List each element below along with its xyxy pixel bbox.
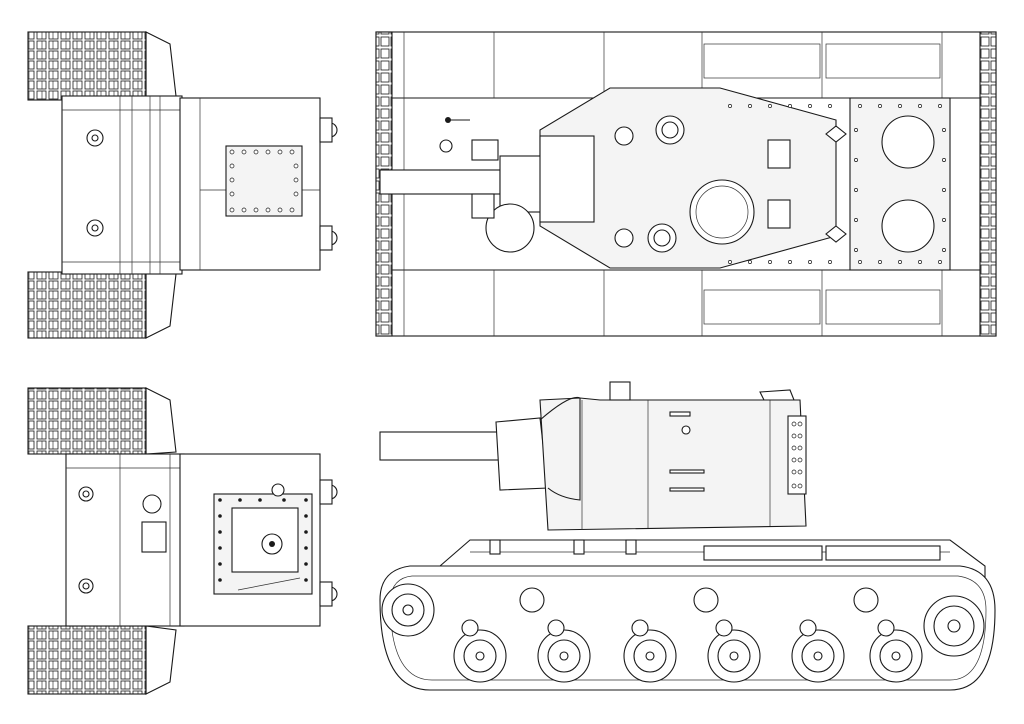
road-wheel [537,629,591,683]
cupola-icon [609,381,631,401]
road-wheel [623,629,677,683]
track-left-lower [27,271,147,339]
front-hull-plate [61,95,183,275]
suspension-arms [461,619,895,637]
side-view [379,381,996,691]
track-left-lower [27,625,147,695]
rear-view [27,387,338,695]
exhaust-icon [142,494,162,514]
turret-front-hatch [225,145,303,217]
road-wheel [707,629,761,683]
return-rollers [519,587,879,613]
rivet-plate [787,415,807,495]
road-wheel [791,629,845,683]
return-roller [693,587,719,613]
return-roller [853,587,879,613]
gun-mantlet [495,417,549,491]
return-roller [519,587,545,613]
front-view [27,31,338,339]
rivet-grid [218,498,308,582]
tow-hook-icon [86,129,104,147]
road-wheel [869,629,923,683]
tow-hook-icon [78,486,94,502]
track-left-upper [27,31,147,101]
engine-hatch-icon [881,199,935,253]
tow-hook-icon [78,578,94,594]
tow-hook-icon [86,219,104,237]
road-wheel [453,629,507,683]
road-wheels [453,629,923,683]
rivet-grid [229,149,299,213]
track-left-upper [27,387,147,455]
gun-barrel [379,431,505,461]
periscope-icon [614,126,634,146]
sprocket-icon [381,583,435,637]
commander-hatch-icon [689,179,755,245]
periscope-icon [614,228,634,248]
engine-hatch-icon [881,115,935,169]
gun-barrel [379,169,501,195]
access-panel [141,521,167,553]
driver-hatch-icon [485,203,535,253]
rivet-row [791,421,803,489]
top-view [375,31,997,337]
rivet-row [728,104,946,264]
idler-wheel-icon [923,595,985,657]
